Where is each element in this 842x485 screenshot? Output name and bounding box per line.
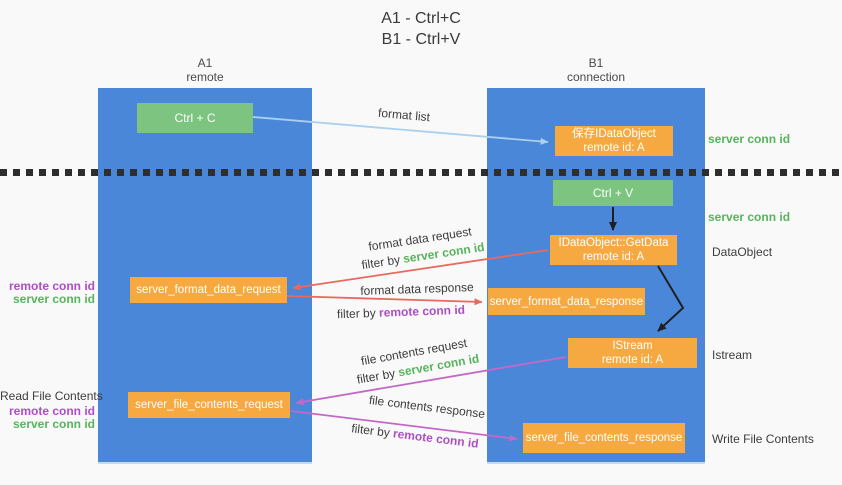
node-server-file-contents-response: server_file_contents_response <box>523 423 685 453</box>
lifeline-b1-role: connection <box>566 70 626 84</box>
lifeline-header-a1: A1 remote <box>155 56 255 84</box>
server-conn-id-label-top: server conn id <box>708 132 791 146</box>
dataobject-label: DataObject <box>712 245 773 259</box>
node-save-dataobject-line2: remote id: A <box>583 142 645 154</box>
node-ctrl-v-label: Ctrl + V <box>592 186 634 200</box>
lifeline-b1-name: B1 <box>588 56 604 70</box>
file-contents-response-filter-label: filter by remote conn id <box>350 421 480 451</box>
file-contents-response-label: file contents response <box>368 392 486 422</box>
format-data-response-label: format data response <box>360 280 474 298</box>
lifeline-a1-name: A1 <box>197 56 213 70</box>
node-server-format-data-response: server_format_data_response <box>488 288 645 315</box>
node-getdata-line2: remote id: A <box>582 251 645 263</box>
node-ctrl-c-label: Ctrl + C <box>174 111 216 125</box>
node-file-response-label: server_file_contents_response <box>525 432 683 444</box>
node-format-request-label: server_format_data_request <box>136 284 281 296</box>
remote-conn-id-label-1: remote conn id <box>8 279 95 293</box>
server-conn-id-label-left-2: server conn id <box>12 417 95 431</box>
remote-conn-id-label-2: remote conn id <box>8 404 95 418</box>
node-istream: IStream remote id: A <box>568 338 697 368</box>
read-file-contents-label: Read File Contents <box>0 389 103 403</box>
server-conn-id-label-left-1: server conn id <box>12 292 95 306</box>
node-server-format-data-request: server_format_data_request <box>130 277 287 303</box>
node-istream-line1: IStream <box>612 340 653 352</box>
format-list-label: format list <box>377 105 431 125</box>
format-data-response-filter-label: filter by remote conn id <box>336 302 466 322</box>
node-idataobject-getdata: IDataObject::GetData remote id: A <box>550 235 677 265</box>
write-file-contents-label: Write File Contents <box>712 432 814 446</box>
diagram-title: A1 - Ctrl+C B1 - Ctrl+V <box>0 8 842 50</box>
node-getdata-line1: IDataObject::GetData <box>558 237 669 249</box>
istream-side-label: Istream <box>712 348 753 362</box>
lifeline-a1-role: remote <box>186 70 224 84</box>
title-line-1: A1 - Ctrl+C <box>381 10 461 27</box>
node-save-dataobject-line1: 保存IDataObject <box>572 128 656 140</box>
node-server-file-contents-request: server_file_contents_request <box>128 392 290 418</box>
node-istream-line2: remote id: A <box>601 354 664 366</box>
node-ctrl-v: Ctrl + V <box>553 180 673 206</box>
node-save-dataobject: 保存IDataObject remote id: A <box>555 126 673 156</box>
node-file-request-label: server_file_contents_request <box>135 399 283 411</box>
lifeline-header-b1: B1 connection <box>546 56 646 84</box>
machine-boundary-dotted-line <box>0 169 842 176</box>
title-line-2: B1 - Ctrl+V <box>381 31 461 48</box>
server-conn-id-label-mid: server conn id <box>708 210 791 224</box>
node-format-response-label: server_format_data_response <box>489 295 644 308</box>
node-ctrl-c: Ctrl + C <box>137 103 253 133</box>
